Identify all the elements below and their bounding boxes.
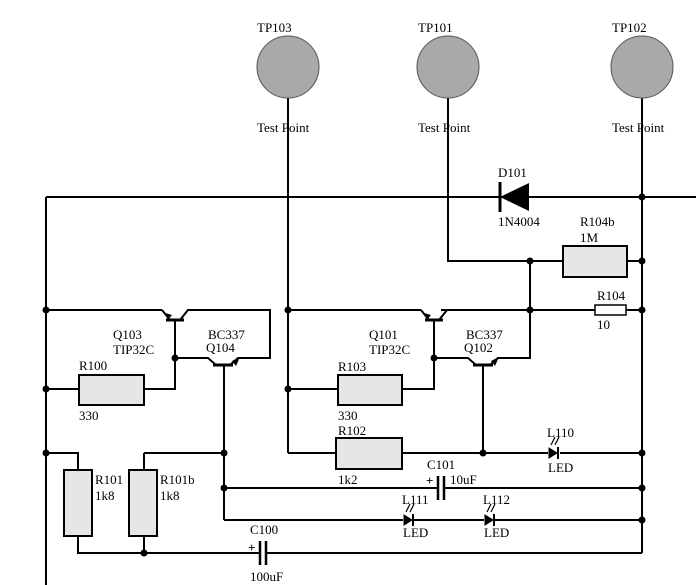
- capacitor-c100: + C100 100uF: [248, 522, 283, 584]
- resistor-body: [562, 245, 628, 278]
- resistor-r104: R104 10: [594, 288, 627, 332]
- capacitor-ref: C101: [427, 457, 455, 472]
- led-value: LED: [484, 525, 509, 540]
- resistor-value: 1k8: [95, 488, 115, 503]
- transistor-q104: BC337 Q104: [202, 327, 245, 374]
- led-emission-arrows: [550, 436, 560, 446]
- diode-body: [500, 183, 529, 211]
- led-triangle: [403, 514, 413, 526]
- led-ref: L112: [483, 492, 510, 507]
- resistor-value: 10: [597, 317, 610, 332]
- diode-ref: D101: [498, 165, 527, 180]
- resistor-ref: R101: [95, 472, 123, 487]
- resistor-ref: R104: [597, 288, 626, 303]
- resistor-ref: R100: [79, 358, 107, 373]
- test-point-label: Test Point: [257, 120, 310, 135]
- test-point-tp101: TP101 Test Point: [416, 20, 480, 135]
- transistor-ref: Q103: [113, 327, 142, 342]
- wires: [45, 98, 696, 585]
- transistor-value: BC337: [208, 327, 245, 342]
- transistor-value: BC337: [466, 327, 503, 342]
- resistor-value: 1M: [580, 230, 599, 245]
- led-ref: L111: [402, 492, 428, 507]
- capacitor-polarity: +: [426, 473, 433, 488]
- resistor-body: [128, 469, 158, 537]
- resistor-body: [337, 374, 403, 406]
- capacitor-plates: [258, 541, 268, 565]
- led-value: LED: [403, 525, 428, 540]
- capacitor-c101: + C101 10uF: [426, 457, 477, 500]
- capacitor-value: 10uF: [450, 472, 477, 487]
- resistor-ref: R104b: [580, 214, 615, 229]
- test-point-pad: [610, 35, 674, 99]
- test-point-ref: TP103: [257, 20, 292, 35]
- resistor-body: [594, 304, 627, 316]
- resistor-body: [63, 469, 93, 537]
- resistor-body: [335, 437, 403, 470]
- transistor-arrow: [232, 357, 240, 366]
- test-point-label: Test Point: [418, 120, 471, 135]
- test-point-ref: TP102: [612, 20, 647, 35]
- resistor-r103: R103 330: [337, 359, 403, 423]
- test-point-tp103: TP103 Test Point: [256, 20, 320, 135]
- led-triangle: [548, 447, 558, 459]
- resistor-r104b: R104b 1M: [562, 214, 628, 278]
- diode-d101: D101 1N4004: [498, 165, 540, 229]
- transistor-value: TIP32C: [369, 342, 410, 357]
- test-point-label: Test Point: [612, 120, 665, 135]
- test-point-tp102: TP102 Test Point: [610, 20, 674, 135]
- led-emission-arrows: [405, 503, 415, 513]
- capacitor-plates: [436, 476, 446, 500]
- junction-dots: [42, 193, 646, 557]
- resistor-ref: R102: [338, 423, 366, 438]
- resistor-r100: R100 330: [78, 358, 145, 423]
- led-l112: L112 LED: [483, 492, 510, 540]
- resistor-r101b: R101b 1k8: [128, 469, 195, 537]
- resistor-value: 1k2: [338, 472, 358, 487]
- led-ref: L110: [547, 425, 574, 440]
- transistor-arrow: [424, 313, 431, 320]
- resistor-value: 1k8: [160, 488, 180, 503]
- capacitor-ref: C100: [250, 522, 278, 537]
- transistor-ref: Q104: [206, 340, 235, 355]
- resistor-r102: R102 1k2: [335, 423, 403, 487]
- resistor-r101: R101 1k8: [63, 469, 123, 537]
- transistor-ref: Q101: [369, 327, 398, 342]
- diode-value: 1N4004: [498, 214, 540, 229]
- transistor-ref: Q102: [464, 340, 493, 355]
- resistor-value: 330: [338, 408, 358, 423]
- transistor-q102: BC337 Q102: [462, 327, 520, 374]
- led-l110: L110 LED: [547, 425, 574, 475]
- transistor-arrow: [491, 357, 499, 366]
- transistor-arrow: [165, 313, 172, 320]
- resistor-body: [78, 374, 145, 406]
- test-point-pad: [256, 35, 320, 99]
- transistor-q103: Q103 TIP32C: [113, 309, 198, 357]
- capacitor-value: 100uF: [250, 569, 283, 584]
- led-emission-arrows: [486, 503, 496, 513]
- led-triangle: [484, 514, 494, 526]
- led-value: LED: [548, 460, 573, 475]
- transistor-q101: Q101 TIP32C: [369, 309, 455, 357]
- resistor-ref: R103: [338, 359, 366, 374]
- capacitor-polarity: +: [248, 540, 255, 555]
- transistor-value: TIP32C: [113, 342, 154, 357]
- resistor-ref: R101b: [160, 472, 195, 487]
- led-l111: L111 LED: [402, 492, 428, 540]
- test-point-pad: [416, 35, 480, 99]
- resistor-value: 330: [79, 408, 99, 423]
- test-point-ref: TP101: [418, 20, 453, 35]
